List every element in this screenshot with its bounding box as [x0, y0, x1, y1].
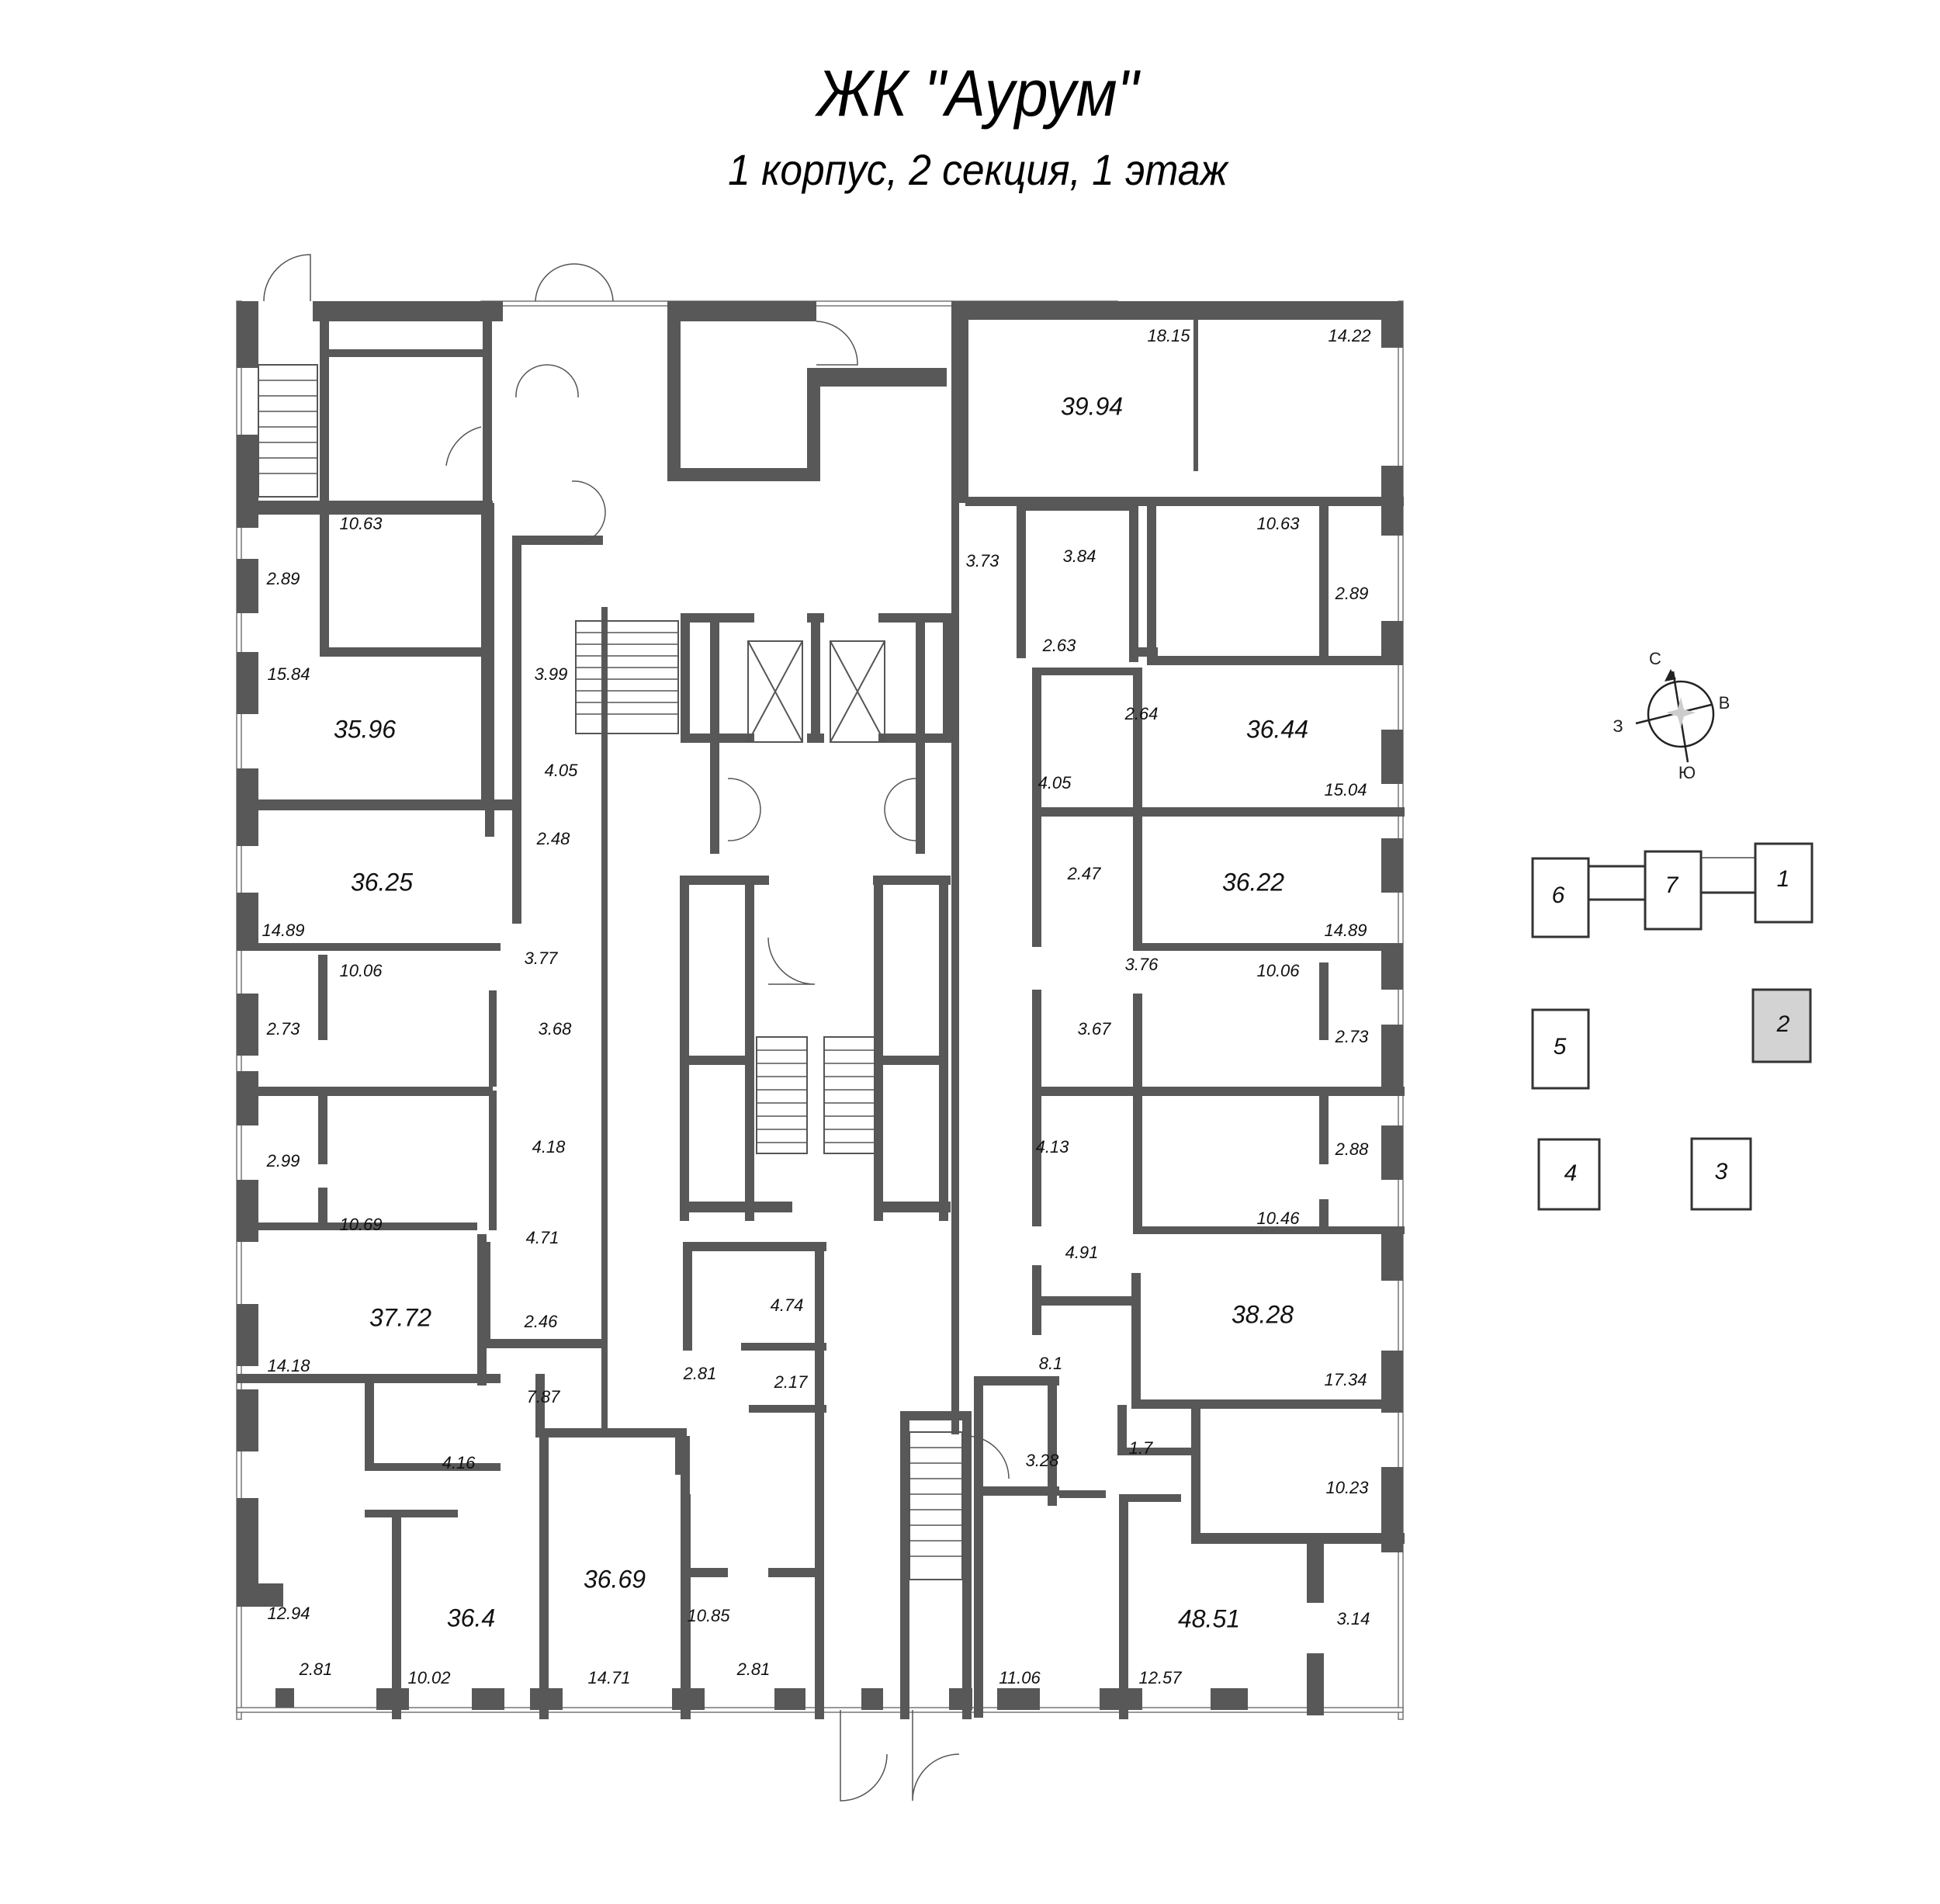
section-1[interactable]: 1	[1754, 842, 1814, 924]
compass-north-label: С	[1649, 649, 1661, 668]
room-area: 14.89	[1324, 921, 1367, 940]
room-area: 14.71	[587, 1668, 630, 1687]
room-area: 2.64	[1124, 704, 1159, 723]
room-area: 2.89	[1335, 584, 1369, 603]
page-subtitle: 1 корпус, 2 секция, 1 этаж	[728, 145, 1228, 194]
section-2-selected[interactable]: 2	[1751, 988, 1812, 1063]
room-area: 14.22	[1328, 326, 1370, 345]
room-area: 17.34	[1324, 1370, 1367, 1389]
room-area: 2.88	[1335, 1139, 1370, 1159]
room-area: 2.81	[299, 1659, 333, 1679]
room-area: 3.77	[525, 949, 559, 968]
room-area: 3.67	[1078, 1019, 1112, 1039]
room-area: 10.63	[1256, 514, 1300, 533]
apartment-total-area[interactable]: 36.4	[447, 1604, 495, 1632]
room-area: 2.48	[536, 829, 571, 848]
compass-rose-icon	[1647, 680, 1715, 748]
page-title: ЖК "Аурум"	[816, 57, 1139, 130]
room-area: 3.68	[539, 1019, 573, 1039]
room-area: 14.89	[262, 921, 304, 940]
elevators	[747, 640, 885, 743]
room-area: 2.73	[1335, 1027, 1370, 1046]
svg-text:6: 6	[1552, 883, 1565, 908]
room-area: 10.69	[339, 1215, 382, 1234]
section-7[interactable]: 7	[1644, 850, 1703, 931]
room-area: 4.16	[442, 1453, 476, 1472]
room-area: 4.05	[545, 761, 579, 780]
svg-text:2: 2	[1776, 1011, 1790, 1037]
compass-west-label: З	[1613, 716, 1623, 736]
room-area: 15.04	[1324, 780, 1367, 799]
room-area: 10.85	[687, 1606, 730, 1625]
stairs	[258, 364, 963, 1580]
apartment-total-area[interactable]: 36.44	[1246, 715, 1308, 743]
apartment-total-area[interactable]: 48.51	[1178, 1604, 1240, 1632]
room-area: 14.18	[267, 1356, 310, 1375]
room-area: 3.28	[1026, 1451, 1060, 1470]
room-area: 10.02	[407, 1668, 450, 1687]
apartment-total-area[interactable]: 36.69	[584, 1565, 646, 1593]
section-4[interactable]: 4	[1537, 1138, 1601, 1211]
walls	[237, 301, 1405, 1719]
apartment-total-area[interactable]: 35.96	[334, 715, 396, 743]
apartment-total-area[interactable]: 38.28	[1232, 1300, 1294, 1328]
room-area: 4.05	[1038, 773, 1072, 792]
room-area: 2.89	[266, 569, 300, 588]
room-area: 3.76	[1125, 955, 1159, 974]
room-area: 4.74	[771, 1295, 804, 1315]
room-area: 10.06	[1256, 961, 1300, 980]
section-key-map: 6 7 1 5 2 4 3	[1531, 842, 1814, 1211]
room-area: 12.94	[267, 1604, 310, 1623]
room-area: 4.13	[1036, 1137, 1070, 1157]
room-area: 10.06	[339, 961, 383, 980]
room-area: 1.7	[1129, 1438, 1153, 1458]
room-area: 3.73	[966, 551, 1000, 571]
room-area: 8.1	[1039, 1354, 1063, 1373]
room-area: 10.23	[1325, 1478, 1369, 1497]
room-area: 4.91	[1065, 1243, 1099, 1262]
apartment-total-area[interactable]: 36.22	[1222, 868, 1284, 896]
room-area: 4.71	[526, 1228, 559, 1247]
svg-text:1: 1	[1777, 866, 1790, 892]
room-area: 7.87	[527, 1387, 561, 1406]
room-area: 2.73	[266, 1019, 301, 1039]
room-area: 3.84	[1063, 546, 1096, 566]
compass-south-label: Ю	[1678, 763, 1696, 782]
door-swings	[263, 254, 1010, 1802]
svg-text:7: 7	[1665, 872, 1679, 898]
room-area: 2.81	[683, 1364, 717, 1383]
room-area: 10.46	[1256, 1209, 1300, 1228]
svg-text:3: 3	[1715, 1159, 1728, 1184]
section-3[interactable]: 3	[1690, 1137, 1752, 1211]
room-area: 3.99	[535, 664, 568, 684]
room-area: 2.47	[1067, 864, 1102, 883]
room-area: 2.17	[774, 1372, 809, 1392]
room-area: 3.14	[1337, 1609, 1370, 1628]
room-area: 18.15	[1147, 326, 1190, 345]
room-area: 4.18	[532, 1137, 566, 1157]
compass: С В Ю З	[1613, 649, 1730, 782]
room-area: 15.84	[267, 664, 310, 684]
apartment-total-area[interactable]: 37.72	[369, 1303, 431, 1331]
room-area: 2.99	[266, 1151, 300, 1170]
room-area: 10.63	[339, 514, 383, 533]
compass-east-label: В	[1719, 693, 1730, 713]
room-area: 2.46	[524, 1312, 559, 1331]
apartment-total-area[interactable]: 39.94	[1061, 392, 1123, 420]
svg-text:5: 5	[1554, 1034, 1567, 1060]
room-area: 2.63	[1042, 636, 1077, 655]
section-6[interactable]: 6	[1531, 857, 1590, 938]
room-area: 12.57	[1138, 1668, 1182, 1687]
room-area: 11.06	[999, 1668, 1041, 1687]
section-5[interactable]: 5	[1531, 1008, 1590, 1090]
room-area: 2.81	[736, 1659, 771, 1679]
svg-text:4: 4	[1564, 1160, 1578, 1186]
apartment-total-area[interactable]: 36.25	[351, 868, 413, 896]
area-labels: 18.15 14.22 39.94 10.63 2.89 3.73 3.84 1…	[262, 326, 1370, 1687]
